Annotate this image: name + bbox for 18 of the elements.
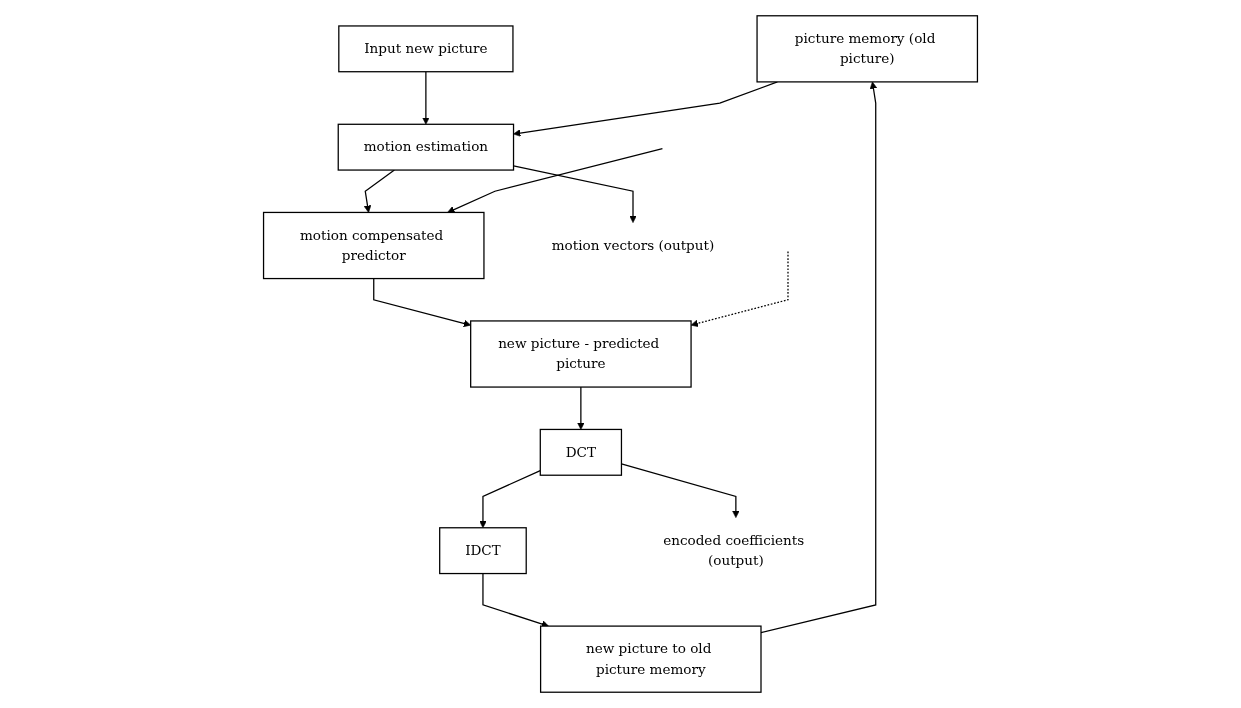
- arrow: [690, 250, 789, 328]
- node-text: encoded coefficients (output): [663, 532, 805, 569]
- node-text: motion vectors (output): [551, 237, 715, 254]
- arrow: [373, 277, 471, 328]
- node-box: IDCT: [439, 527, 527, 575]
- node-box: new picture - predicted picture: [470, 320, 692, 388]
- arrow: [577, 386, 585, 430]
- node-box: motion estimation: [337, 123, 515, 171]
- arrow: [422, 71, 430, 125]
- node-box: picture memory (old picture): [756, 15, 979, 83]
- node-box: new picture to old picture memory: [539, 625, 762, 693]
- node-box: Input new picture: [338, 25, 514, 73]
- node-box: motion compensated predictor: [262, 211, 485, 280]
- arrow: [482, 572, 549, 628]
- node-box: DCT: [539, 428, 623, 476]
- arrow: [479, 469, 541, 529]
- arrow: [447, 148, 664, 214]
- arrow: [363, 169, 396, 213]
